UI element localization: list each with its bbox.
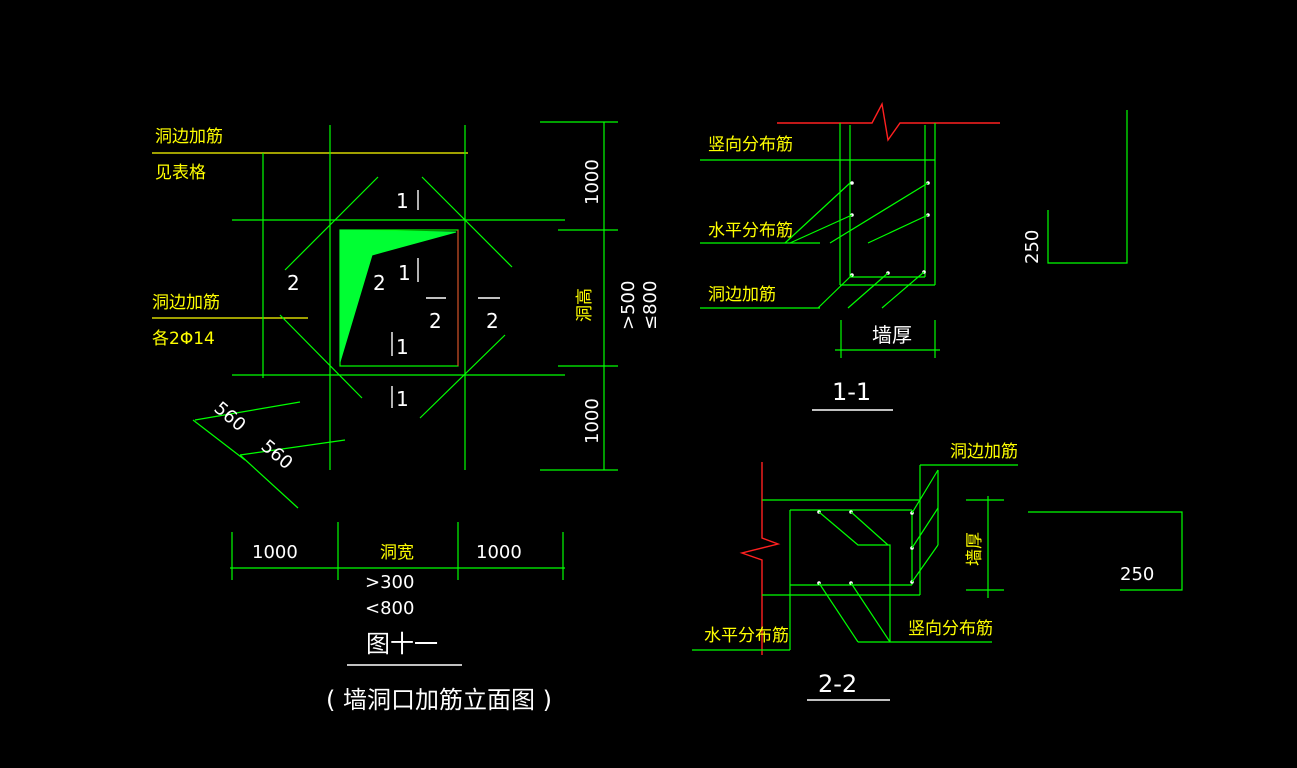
hook-detail bbox=[1028, 511, 1183, 591]
dim-value: 1000 bbox=[252, 542, 298, 563]
section-2-2-view bbox=[692, 462, 1183, 701]
label-leader-line bbox=[911, 507, 939, 549]
label-edge-rebar: 洞边加筋 bbox=[708, 285, 776, 305]
label-leader-line bbox=[847, 272, 889, 309]
dim-hole-width: 洞宽 bbox=[380, 543, 414, 563]
section-1-1-view bbox=[700, 101, 1128, 411]
dim-value: 1000 bbox=[582, 159, 603, 205]
diagonal-rebar bbox=[279, 314, 363, 399]
section-mark: 2 bbox=[429, 309, 442, 333]
dim-value: 250 bbox=[1120, 564, 1154, 585]
section-mark: 1 bbox=[396, 189, 409, 213]
label-wall-thickness: 墙厚 bbox=[965, 532, 985, 566]
range-text: ≤800 bbox=[640, 281, 661, 330]
label-vertical-rebar: 竖向分布筋 bbox=[708, 135, 793, 155]
label-leader-line bbox=[881, 271, 925, 309]
dim-line bbox=[192, 419, 246, 461]
dim-value: 1000 bbox=[582, 398, 603, 444]
range-text: >500 bbox=[618, 281, 639, 330]
section-mark: 2 bbox=[486, 309, 499, 333]
label-leader-line bbox=[784, 182, 851, 244]
section-mark: 2 bbox=[373, 271, 386, 295]
hatch-region bbox=[339, 229, 457, 363]
dim-value: 560 bbox=[257, 436, 297, 474]
hook-detail bbox=[1047, 110, 1128, 264]
break-line bbox=[777, 101, 1000, 142]
dim-line bbox=[194, 401, 301, 421]
dim-line bbox=[239, 454, 299, 509]
label-horizontal-rebar: 水平分布筋 bbox=[704, 626, 789, 646]
label-see-table: 见表格 bbox=[155, 163, 206, 183]
section-title: 1-1 bbox=[832, 378, 871, 406]
dim-value: 250 bbox=[1022, 230, 1043, 264]
label-horizontal-rebar: 水平分布筋 bbox=[708, 221, 793, 241]
label-leader-line bbox=[818, 582, 859, 643]
section-mark: 2 bbox=[287, 271, 300, 295]
label-edge-rebar: 洞边加筋 bbox=[152, 293, 220, 313]
dim-value: 1000 bbox=[476, 542, 522, 563]
label-leader-line bbox=[867, 214, 929, 244]
label-leader-line bbox=[911, 469, 939, 514]
label-edge-rebar: 洞边加筋 bbox=[950, 442, 1018, 462]
label-leader-line bbox=[850, 511, 889, 546]
section-mark: 1 bbox=[398, 261, 411, 285]
diagonal-rebar bbox=[284, 176, 379, 271]
label-leader-line bbox=[911, 544, 939, 583]
section-mark: 1 bbox=[396, 387, 409, 411]
dim-hole-height: 洞高 bbox=[575, 288, 595, 322]
label-leader-line bbox=[850, 582, 891, 643]
rebar-dots bbox=[817, 510, 914, 585]
label-leader-line bbox=[818, 511, 891, 642]
diagonal-rebar bbox=[419, 334, 506, 419]
elevation-view bbox=[152, 121, 618, 666]
label-leader-line bbox=[789, 214, 853, 244]
dim-value: 560 bbox=[210, 398, 250, 436]
break-line bbox=[739, 462, 781, 655]
section-title: 2-2 bbox=[818, 670, 857, 698]
figure-number: 图十一 bbox=[366, 630, 438, 658]
label-leader-line bbox=[829, 182, 929, 244]
label-wall-thickness: 墙厚 bbox=[872, 323, 912, 347]
dim-line bbox=[239, 439, 346, 456]
label-vertical-rebar: 竖向分布筋 bbox=[908, 619, 993, 639]
label-each-2phi14: 各2Φ14 bbox=[152, 329, 215, 349]
rebar-dots bbox=[850, 181, 930, 277]
section-mark: 1 bbox=[396, 335, 409, 359]
range-text: >300 bbox=[365, 572, 414, 593]
figure-title: ( 墙洞口加筋立面图 ) bbox=[326, 686, 552, 714]
range-text: <800 bbox=[365, 598, 414, 619]
diagonal-rebar bbox=[421, 176, 513, 268]
label-edge-rebar: 洞边加筋 bbox=[155, 127, 223, 147]
label-leader-line bbox=[817, 274, 853, 309]
